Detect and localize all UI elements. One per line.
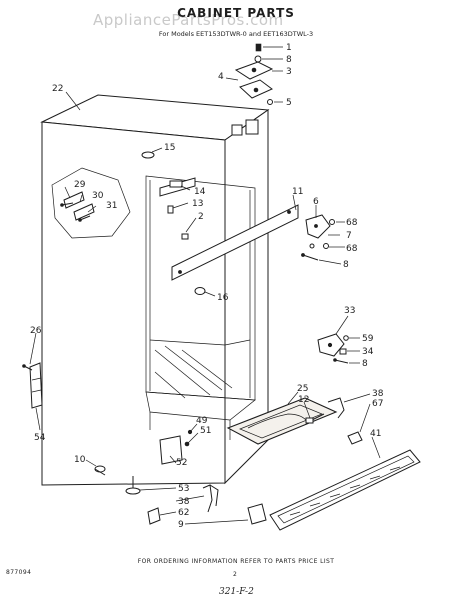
callout-5: 5 [286, 98, 292, 108]
callout-30: 30 [92, 191, 104, 201]
toe-grille [269, 449, 421, 531]
callout-4: 4 [218, 72, 224, 82]
callout-8-center: 8 [343, 260, 349, 270]
bumper-16 [194, 287, 206, 295]
callout-8-lower: 8 [362, 359, 368, 369]
grille-clip [247, 503, 267, 525]
callout-11: 11 [292, 187, 303, 197]
callout-34: 34 [362, 347, 374, 357]
handwritten-note: 321-F-2 [219, 587, 254, 597]
callout-16: 16 [217, 293, 229, 303]
callout-59: 59 [362, 334, 374, 344]
diagram-title: CABINET PARTS [177, 6, 295, 20]
callout-15: 15 [164, 143, 175, 153]
callout-62: 62 [178, 508, 189, 518]
callout-49: 49 [196, 416, 208, 426]
top-hinge-assembly [234, 43, 274, 105]
callout-7: 7 [346, 231, 352, 241]
cabinet-crossbar [171, 204, 299, 281]
callout-38-right: 38 [372, 389, 384, 399]
callout-13: 13 [192, 199, 203, 209]
watermark: AppliancePartsPros.com [93, 11, 284, 29]
callout-14: 14 [194, 187, 206, 197]
callout-33: 33 [344, 306, 355, 316]
callout-53: 53 [178, 484, 189, 494]
door-stop-bracket [22, 362, 43, 409]
callout-3: 3 [286, 67, 292, 77]
callout-26: 26 [30, 326, 42, 336]
clip-13 [167, 205, 174, 214]
callout-2: 2 [198, 212, 204, 222]
callout-67: 67 [372, 399, 383, 409]
control-housing [159, 177, 196, 197]
drain-pan [226, 397, 338, 445]
model-subtitle: For Models EET153DTWR-0 and EET163DTWL-3 [159, 30, 313, 38]
center-hinge-assembly [301, 214, 335, 261]
lower-hinge-assembly [317, 333, 349, 364]
callout-22: 22 [52, 84, 63, 94]
leveling-foot [125, 476, 141, 495]
ordering-info-footer: FOR ORDERING INFORMATION REFER TO PARTS … [138, 558, 335, 565]
callout-8: 8 [286, 55, 292, 65]
callout-68-upper: 68 [346, 218, 358, 228]
callout-6: 6 [313, 197, 319, 207]
callout-1: 1 [286, 43, 292, 53]
leader-lines [29, 46, 381, 525]
leveler-bracket [159, 429, 193, 465]
callout-51: 51 [200, 426, 211, 436]
callout-41: 41 [370, 429, 381, 439]
grille-brackets [147, 484, 219, 525]
cabinet-plug [141, 151, 155, 159]
plug-2 [181, 233, 189, 240]
callout-31: 31 [106, 201, 117, 211]
callout-54: 54 [34, 433, 46, 443]
callout-29: 29 [74, 180, 86, 190]
callout-9: 9 [178, 520, 184, 530]
roller-assembly [94, 465, 106, 476]
callout-38-left: 38 [178, 497, 190, 507]
page-number: 2 [233, 571, 237, 578]
side-bracket-detail [51, 167, 131, 239]
callout-10: 10 [74, 455, 86, 465]
callout-68-lower: 68 [346, 244, 358, 254]
callout-25: 25 [297, 384, 308, 394]
document-number: 877094 [6, 569, 31, 576]
callout-12: 12 [298, 395, 309, 405]
drain-components [305, 397, 363, 445]
callout-52: 52 [176, 458, 187, 468]
